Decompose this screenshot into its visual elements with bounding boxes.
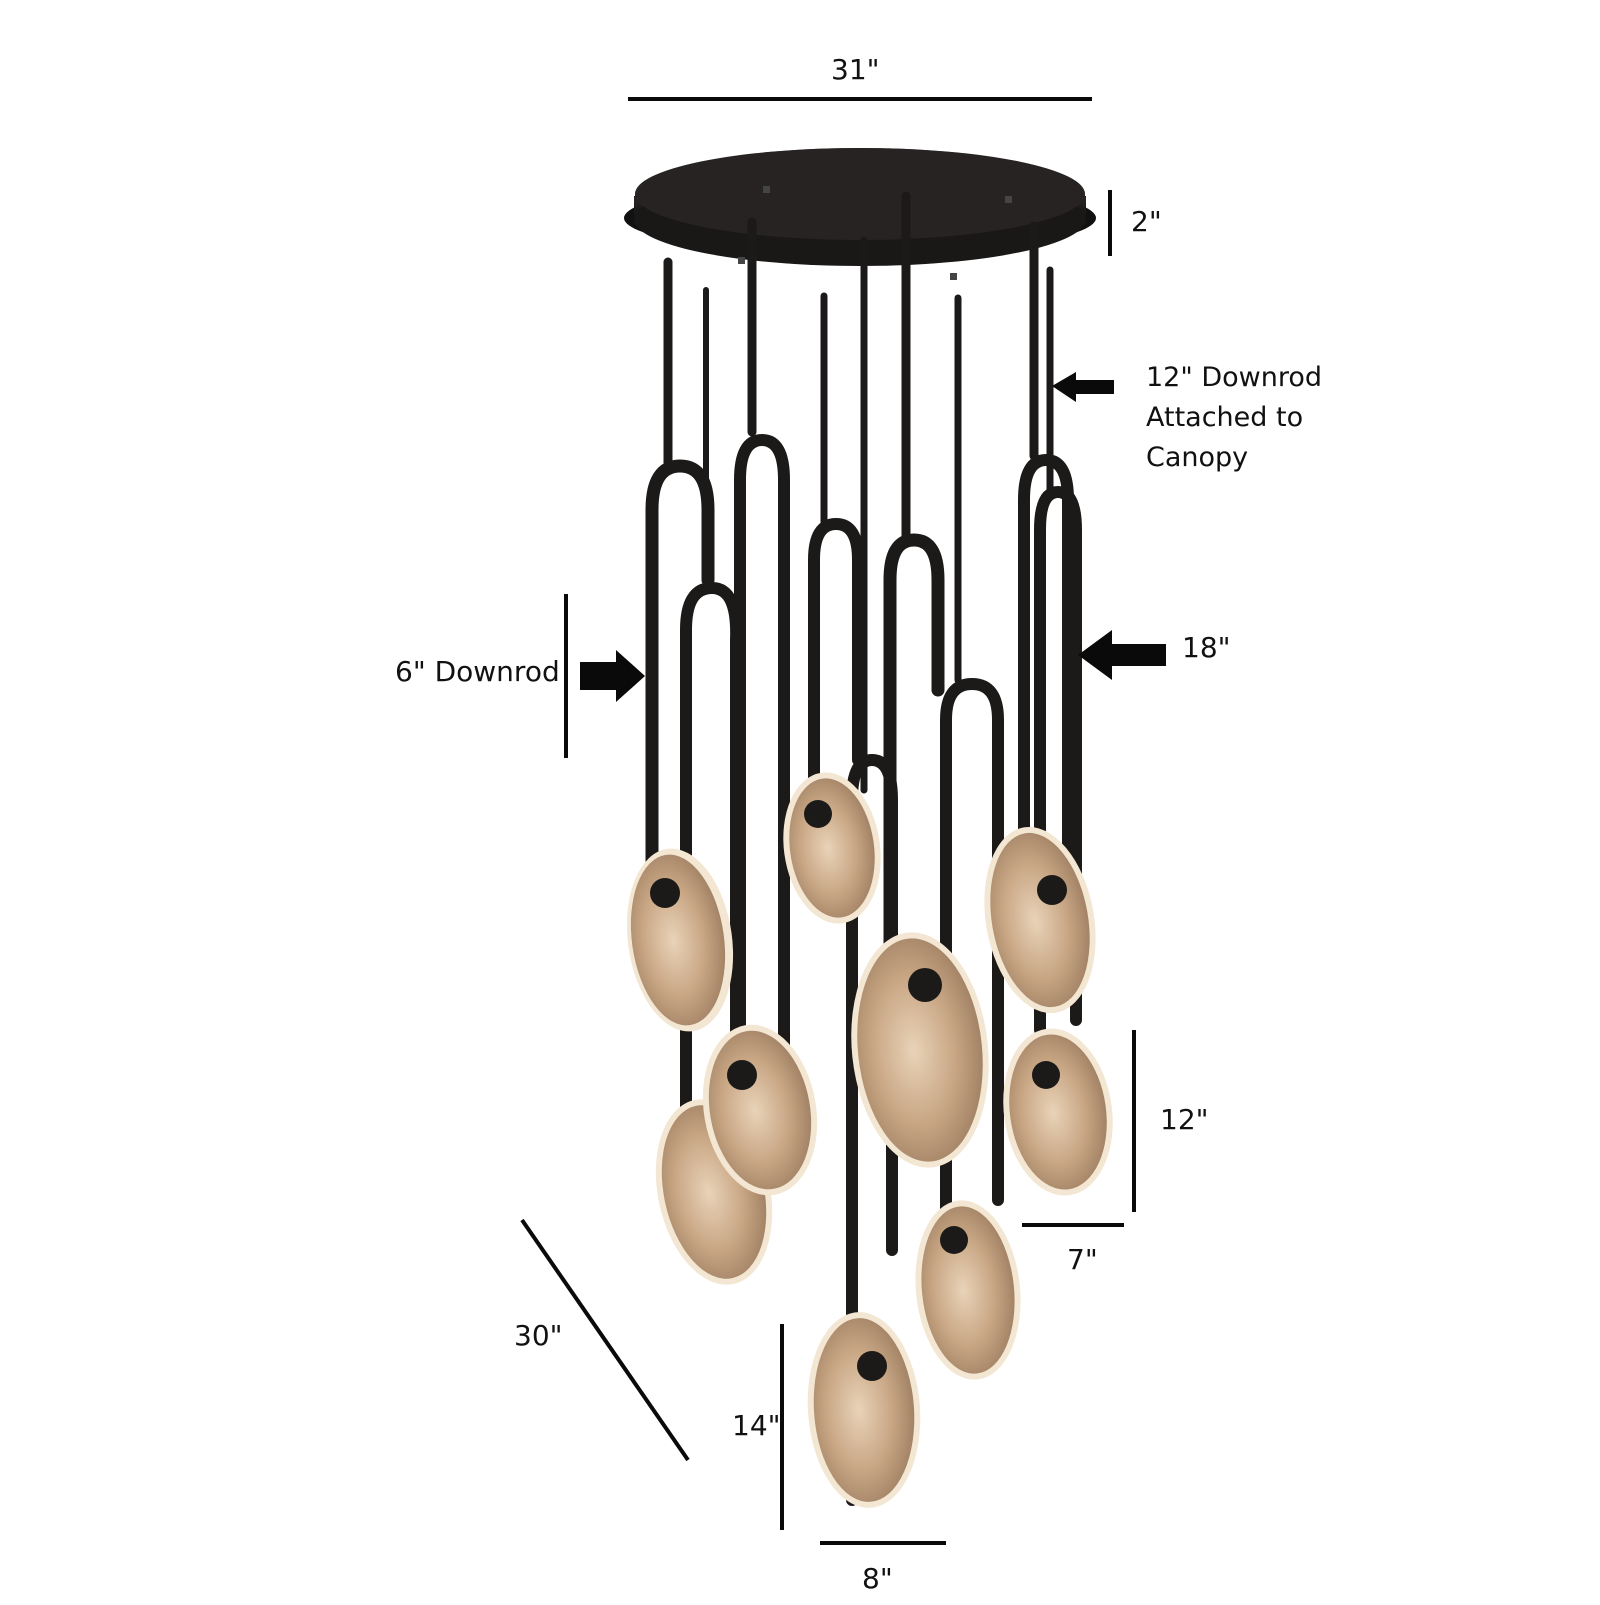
downrod-18-label: 18"	[1182, 631, 1231, 664]
downrod-6-label: 6" Downrod	[395, 655, 560, 688]
diameter-30-label: 30"	[514, 1319, 563, 1352]
pendant-4	[783, 772, 881, 924]
glass-pendants	[626, 772, 1113, 1508]
downrod-12-note: 12" Downrod Attached to Canopy	[1146, 358, 1322, 478]
pendant-7	[1003, 1028, 1113, 1196]
pendant-width-7-label: 7"	[1067, 1243, 1098, 1276]
arrow-left-icon	[1052, 372, 1114, 402]
dimension-lines	[520, 372, 1166, 1545]
pendant-1	[626, 848, 734, 1032]
downrods	[645, 191, 1082, 1506]
canopy	[624, 148, 1096, 280]
pendant-6	[984, 826, 1096, 1014]
pendant-height-12-label: 12"	[1160, 1103, 1209, 1136]
pendant-9	[807, 1312, 921, 1508]
pendant-3	[702, 1024, 818, 1196]
downrod-12-line-2: Attached to	[1146, 402, 1304, 433]
arrow-left-icon	[1078, 630, 1166, 680]
pendant-height-14-label: 14"	[732, 1409, 781, 1442]
canopy-width-label: 31"	[831, 53, 880, 86]
downrod-12-line-1: 12" Downrod	[1146, 362, 1323, 393]
pendant-width-8-label: 8"	[862, 1562, 893, 1595]
canopy-height-label: 2"	[1131, 205, 1162, 238]
pendant-8	[915, 1200, 1021, 1380]
pendant-5	[851, 932, 989, 1168]
downrod-12-line-3: Canopy	[1146, 442, 1249, 473]
arrow-right-icon	[580, 650, 645, 702]
